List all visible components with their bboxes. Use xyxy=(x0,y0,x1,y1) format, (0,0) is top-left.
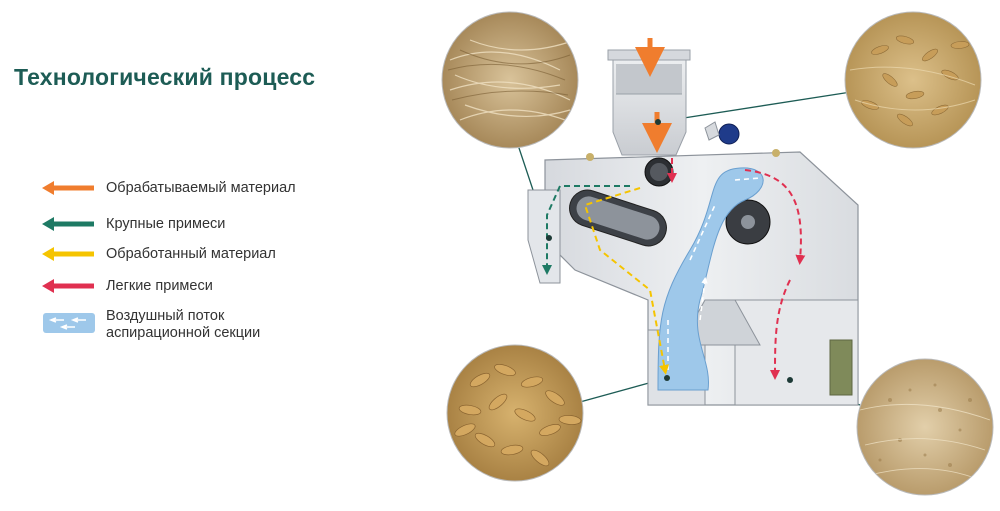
treated-material-flow xyxy=(583,187,669,375)
legend-label: Воздушный поток аспирационной секции xyxy=(106,308,261,341)
clean-grain-photo xyxy=(446,344,584,482)
input-grain-photo xyxy=(844,11,982,149)
light-impurities-flow xyxy=(667,158,806,380)
legend-label: Крупные примеси xyxy=(106,216,226,232)
legend-item-airflow: Воздушный поток аспирационной секции xyxy=(42,308,260,342)
callout-dots xyxy=(546,119,793,383)
feed-hopper xyxy=(607,49,691,156)
legend-item-large-impurities: Крупные примеси xyxy=(42,216,225,233)
fan-rotor xyxy=(725,199,771,245)
legend-item-light-impurities: Легкие примеси xyxy=(42,278,213,295)
legend-label: Обрабатываемый материал xyxy=(106,180,296,196)
legend-item-processed-material: Обрабатываемый материал xyxy=(42,180,296,197)
light-impurities-photo xyxy=(856,358,994,496)
legend-label: Обработанный материал xyxy=(106,246,276,262)
arrow-left-icon xyxy=(42,217,94,231)
feed-roller xyxy=(644,157,674,187)
legend-item-treated-material: Обработанный материал xyxy=(42,246,276,263)
page-title: Технологический процесс xyxy=(14,64,316,90)
arrow-left-icon xyxy=(42,181,94,195)
large-impurities-flow xyxy=(542,185,630,275)
airflow-channel xyxy=(657,167,764,391)
airflow-icon xyxy=(43,313,95,333)
arrow-left-icon xyxy=(42,247,94,261)
arrow-left-icon xyxy=(42,279,94,293)
legend-label: Легкие примеси xyxy=(106,278,213,294)
processed-material-flow xyxy=(635,38,672,153)
large-impurities-photo xyxy=(441,11,579,149)
sieve-conveyor xyxy=(569,189,667,247)
